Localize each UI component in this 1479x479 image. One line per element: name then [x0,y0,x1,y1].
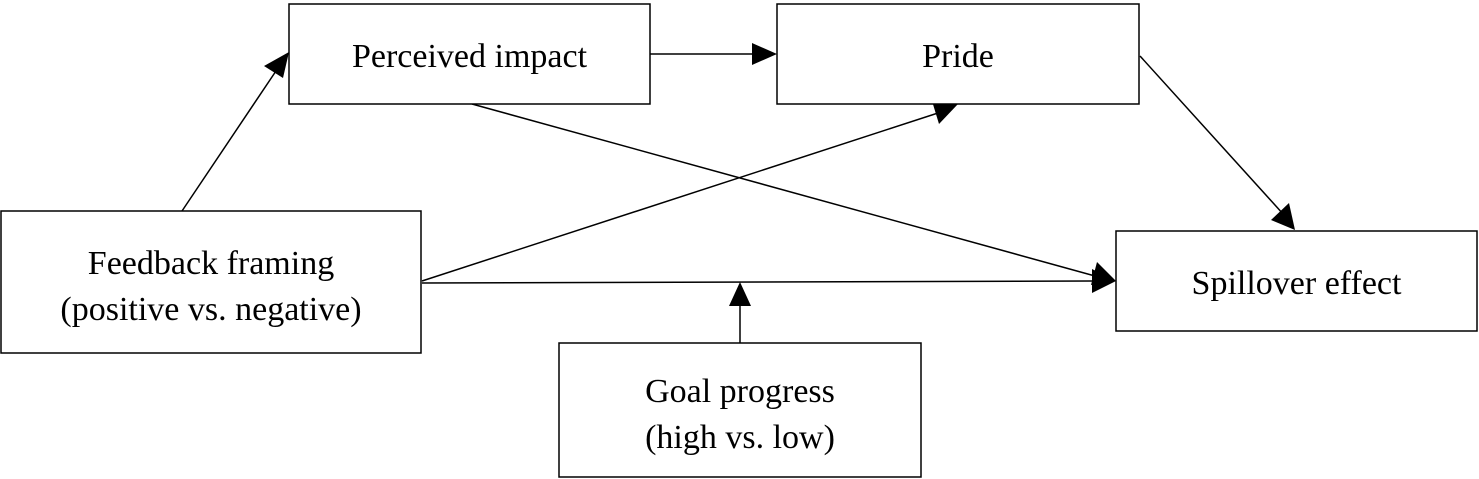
node-spillover-effect-box [1115,230,1478,332]
node-feedback-framing-label-line1: Feedback framing [88,245,334,282]
arrowhead-goal-moderation [729,282,751,306]
arrowhead-feedback-to-impact [264,52,289,78]
arrowhead-feedback-to-spillover [1092,269,1116,293]
node-goal-progress: Goal progress (high vs. low) [558,342,922,478]
node-perceived-impact-box [288,3,651,105]
node-spillover-effect: Spillover effect [1115,230,1478,332]
node-goal-progress-label-line1: Goal progress [645,373,835,410]
edge-pride-to-spillover [1139,55,1285,216]
node-feedback-framing-label-line2: (positive vs. negative) [60,291,361,328]
node-goal-progress-box [558,342,922,478]
node-perceived-impact-label: Perceived impact [352,38,588,75]
node-goal-progress-label-line2: (high vs. low) [645,419,835,456]
arrowhead-impact-to-pride [752,43,777,65]
edge-feedback-to-pride [421,112,939,282]
edge-impact-to-spillover [471,103,1096,277]
arrowhead-pride-to-spillover [1271,203,1295,230]
edge-feedback-to-impact [181,67,279,212]
node-pride-label: Pride [922,38,994,75]
node-perceived-impact: Perceived impact [288,3,651,105]
node-pride-box [776,3,1140,105]
node-spillover-effect-label: Spillover effect [1192,265,1402,302]
node-pride: Pride [776,3,1140,105]
node-feedback-framing-box [0,210,422,354]
edge-feedback-to-spillover [421,280,1093,284]
node-feedback-framing: Feedback framing (positive vs. negative) [0,210,422,354]
edges [181,43,1295,343]
arrowhead-feedback-to-pride [932,101,958,124]
